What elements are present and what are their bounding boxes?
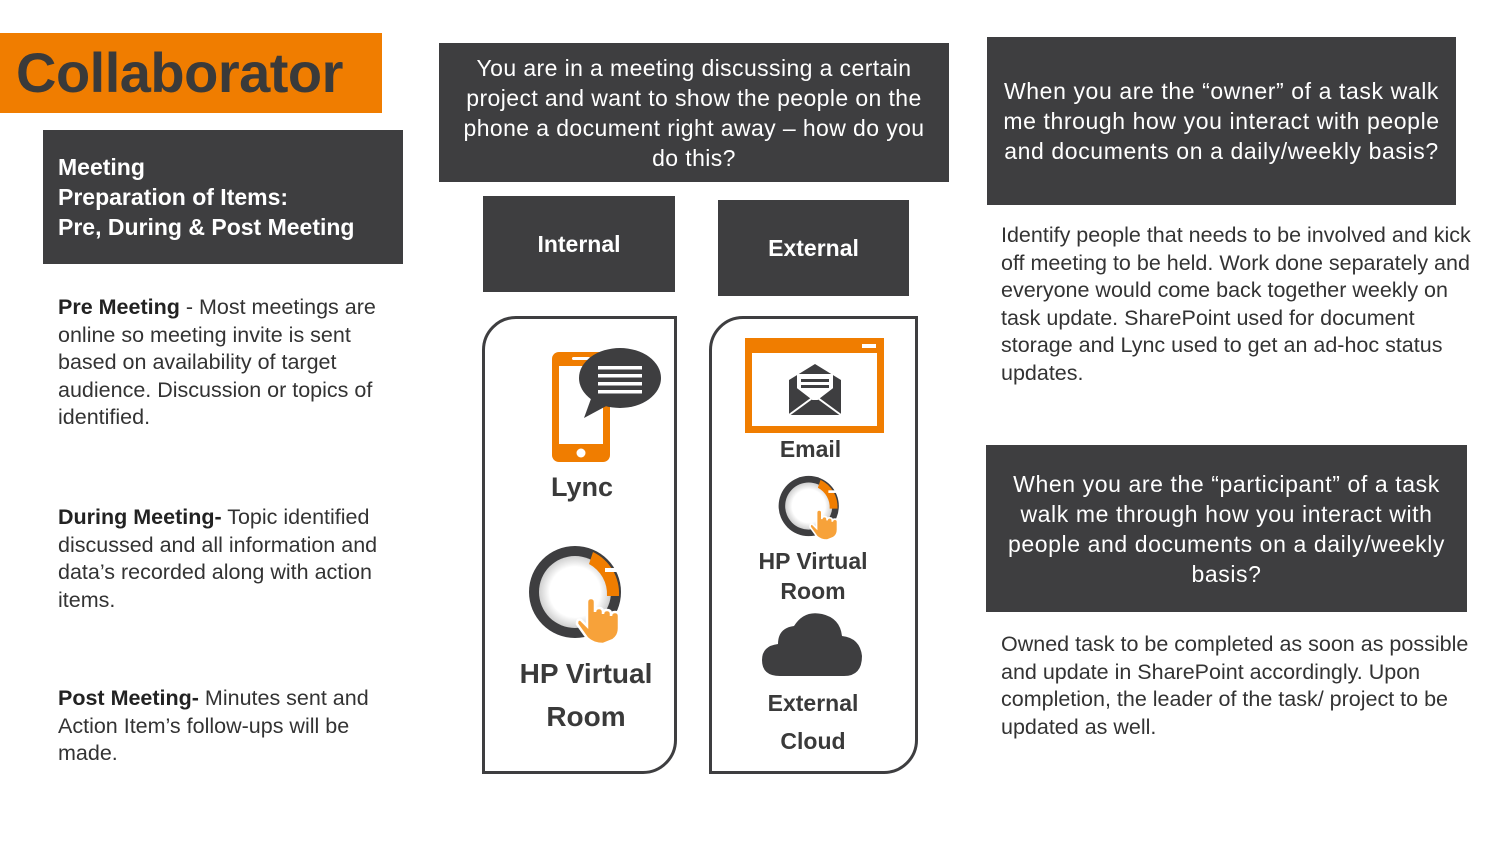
hp-virtual-room-external-line1: HP Virtual bbox=[758, 548, 868, 574]
owner-answer-text: Identify people that needs to be involve… bbox=[1001, 223, 1471, 385]
owner-question-text: When you are the “owner” of a task walk … bbox=[1003, 78, 1440, 164]
during-meeting-text: Topic identified discussed and all infor… bbox=[58, 505, 378, 612]
meeting-heading-line2: Preparation of Items: bbox=[58, 184, 289, 210]
lync-label: Lync bbox=[550, 472, 613, 502]
internal-tag: Internal bbox=[483, 196, 675, 292]
phone-chat-icon bbox=[548, 344, 664, 464]
meeting-heading-line3: Pre, During & Post Meeting bbox=[58, 214, 355, 240]
hp-virtual-room-external-line2: Room bbox=[780, 578, 846, 604]
center-question-text: You are in a meeting discussing a certai… bbox=[463, 54, 925, 171]
email-window-icon bbox=[745, 338, 885, 434]
hp-virtual-room-internal-line1: HP Virtual bbox=[519, 658, 653, 689]
hp-virtual-room-icon-small bbox=[776, 472, 848, 544]
participant-question-text: When you are the “participant” of a task… bbox=[1007, 470, 1446, 587]
meeting-heading-box: Meeting Preparation of Items: Pre, Durin… bbox=[43, 130, 403, 264]
external-cloud-label: External Cloud bbox=[709, 684, 917, 760]
during-meeting-paragraph: During Meeting- Topic identified discuss… bbox=[58, 504, 388, 614]
post-meeting-paragraph: Post Meeting- Minutes sent and Action It… bbox=[58, 685, 388, 768]
center-question-box: You are in a meeting discussing a certai… bbox=[439, 43, 949, 182]
participant-answer-text: Owned task to be completed as soon as po… bbox=[1001, 632, 1469, 739]
hp-virtual-room-icon bbox=[525, 540, 635, 650]
during-meeting-heading: During Meeting- bbox=[58, 505, 222, 529]
pointer-hand-icon bbox=[575, 596, 621, 646]
external-tag: External bbox=[718, 200, 909, 296]
pre-meeting-heading: Pre Meeting bbox=[58, 295, 180, 319]
post-meeting-text: Minutes sent and Action Item’s follow-up… bbox=[58, 686, 369, 765]
meeting-heading-line1: Meeting bbox=[58, 154, 145, 180]
pointer-hand-icon-small bbox=[809, 509, 839, 541]
hp-virtual-room-label-internal: HP Virtual Room bbox=[482, 652, 690, 738]
external-cloud-line1: External bbox=[767, 690, 859, 716]
participant-question-box: When you are the “participant” of a task… bbox=[986, 445, 1467, 612]
owner-question-box: When you are the “owner” of a task walk … bbox=[987, 37, 1456, 205]
email-label: Email bbox=[779, 436, 842, 462]
pre-meeting-text: - Most meetings are online so meeting in… bbox=[58, 295, 376, 429]
page-title: Collaborator bbox=[0, 33, 382, 113]
cloud-icon bbox=[760, 608, 864, 678]
hp-virtual-room-label-external: HP Virtual Room bbox=[709, 546, 917, 606]
pre-meeting-paragraph: Pre Meeting - Most meetings are online s… bbox=[58, 294, 388, 432]
post-meeting-heading: Post Meeting- bbox=[58, 686, 199, 710]
external-cloud-line2: Cloud bbox=[780, 728, 846, 754]
hp-virtual-room-internal-line2: Room bbox=[546, 701, 626, 732]
